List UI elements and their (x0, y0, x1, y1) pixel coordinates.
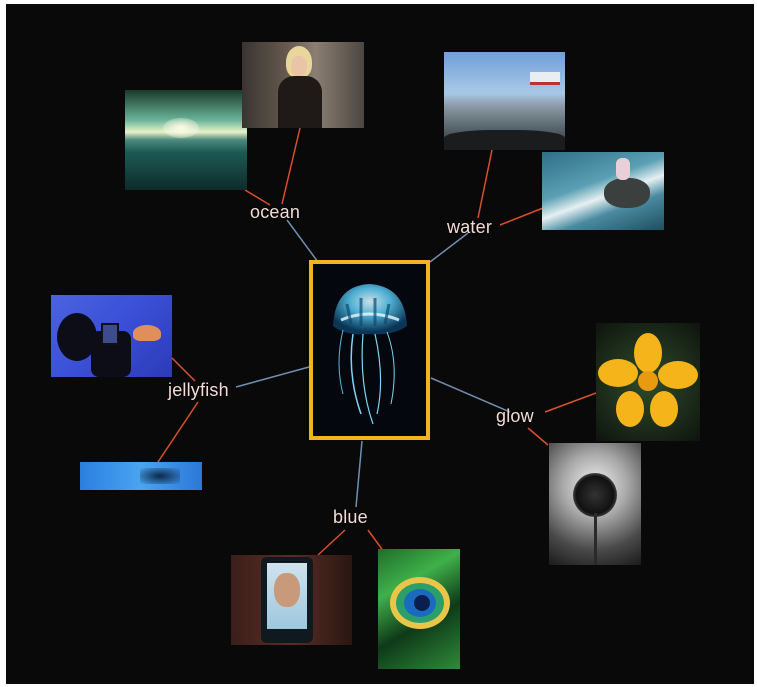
face-on-phone-image[interactable] (231, 555, 352, 645)
jellyfish-tank-image[interactable] (80, 462, 202, 490)
edge-center-ocean (286, 219, 319, 263)
tag-jellyfish[interactable]: jellyfish (168, 380, 229, 400)
edge-center-water (429, 232, 469, 263)
edge-center-blue (355, 440, 363, 508)
flooded-street-image[interactable] (444, 52, 565, 150)
phone-screen-icon (101, 323, 119, 345)
dandelion-head-icon (573, 473, 617, 517)
edge-blue-peacock (367, 529, 385, 553)
yellow-flower-image[interactable] (596, 323, 700, 441)
face-icon (274, 573, 300, 607)
edge-water-street (477, 149, 493, 219)
avatar-body-icon (278, 76, 322, 128)
edge-jellyfish-tank (157, 401, 199, 463)
jellyfish-orange-icon (133, 325, 161, 341)
rocky-shore-image[interactable] (542, 152, 664, 230)
tag-glow[interactable]: glow (496, 406, 534, 426)
tag-ocean[interactable]: ocean (250, 202, 301, 222)
blonde-avatar-image[interactable] (242, 42, 364, 128)
flower-icon (598, 333, 698, 427)
jellyfish-icon (313, 264, 426, 436)
sun-glow-icon (163, 118, 199, 138)
avatar-face-icon (291, 56, 307, 76)
edge-glow-dandelion (527, 427, 549, 446)
dandelion-stem-icon (594, 513, 597, 565)
person-photographing-jellyfish-image[interactable] (51, 295, 172, 377)
rock-icon (604, 178, 650, 208)
edge-jellyfish-person (171, 357, 196, 382)
gas-station-icon (530, 72, 560, 85)
edge-ocean-avatar (281, 127, 301, 205)
edge-center-jellyfish (235, 366, 310, 388)
tank-shadow-icon (140, 468, 180, 484)
edge-ocean-sunset (244, 189, 271, 206)
silhouette-head-icon (57, 313, 97, 361)
peacock-feather-image[interactable] (378, 549, 460, 669)
center-jellyfish-image[interactable] (309, 260, 430, 440)
edge-blue-face (317, 529, 346, 556)
tag-water[interactable]: water (447, 217, 493, 237)
dandelion-image[interactable] (549, 443, 641, 565)
person-icon (616, 158, 630, 180)
edge-center-glow (430, 377, 511, 413)
feather-eye-icon (390, 577, 450, 629)
edge-water-shore (499, 207, 544, 226)
edge-glow-flower (544, 392, 597, 413)
dashboard-icon (444, 130, 565, 150)
tag-blue[interactable]: blue (333, 507, 368, 527)
ocean-sunset-image[interactable] (125, 90, 247, 190)
